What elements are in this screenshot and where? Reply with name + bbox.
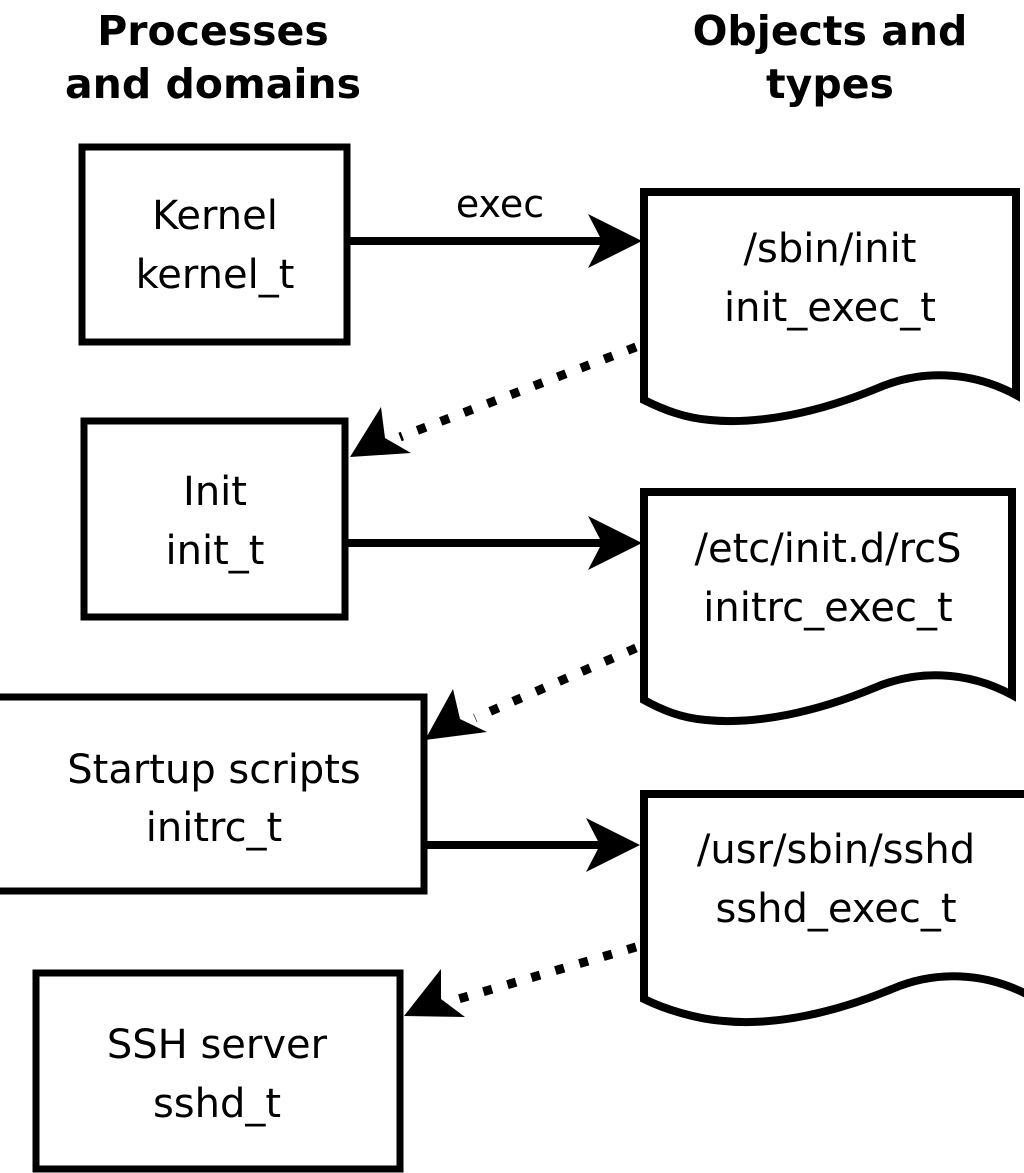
node-init[interactable]: Init init_t [80, 417, 349, 621]
node-kernel-box[interactable] [78, 143, 351, 346]
node-ssh-server-box[interactable] [32, 969, 404, 1173]
node-etc-initd-rcs-shape[interactable] [640, 488, 1016, 726]
edge-line-rcs-transition [473, 643, 638, 723]
node-kernel-line2: kernel_t [136, 252, 295, 298]
node-etc-initd-rcs-line2: initrc_exec_t [703, 585, 952, 631]
node-init-line1: Init [183, 469, 247, 515]
arrowhead-kernel-exec [588, 214, 642, 268]
column-header-objects-line1: Objects and [693, 7, 968, 55]
arrowhead-sbin-init-transition [350, 407, 411, 457]
node-kernel[interactable]: Kernel kernel_t [78, 143, 351, 346]
node-sbin-init-line1: /sbin/init [744, 226, 917, 272]
node-usr-sbin-sshd-line2: sshd_exec_t [715, 886, 956, 932]
arrowhead-init-exec [588, 516, 642, 570]
node-ssh-server[interactable]: SSH server sshd_t [32, 969, 404, 1173]
column-header-processes-line1: Processes [97, 7, 329, 55]
edge-rcs-transition-initrc [425, 643, 638, 740]
edge-line-sbin-init-transition [398, 342, 638, 442]
edge-sbin-init-transition-init [350, 342, 638, 457]
arrowhead-sshd-transition [404, 969, 465, 1017]
node-usr-sbin-sshd-line1: /usr/sbin/sshd [697, 827, 975, 873]
arrowhead-rcs-transition [425, 689, 487, 740]
edge-sshd-exec-transition-sshd [404, 942, 638, 1017]
node-startup-scripts-line2: initrc_t [146, 805, 283, 851]
node-startup-scripts-box[interactable] [0, 693, 428, 895]
node-sbin-init[interactable]: /sbin/init init_exec_t [640, 188, 1020, 426]
node-startup-scripts[interactable]: Startup scripts initrc_t [0, 693, 428, 895]
edge-label-exec: exec [456, 182, 544, 226]
edge-init-exec-rcs [348, 516, 642, 570]
node-startup-scripts-line1: Startup scripts [67, 747, 360, 793]
node-ssh-server-line2: sshd_t [153, 1081, 281, 1127]
column-header-objects: Objects and types [693, 7, 968, 108]
edge-line-sshd-transition [453, 942, 638, 1005]
node-sbin-init-shape[interactable] [640, 188, 1020, 426]
node-usr-sbin-sshd-shape[interactable] [640, 790, 1024, 1027]
arrowhead-initrc-exec [586, 818, 640, 872]
node-kernel-line1: Kernel [152, 193, 278, 239]
node-sbin-init-line2: init_exec_t [724, 285, 936, 331]
node-etc-initd-rcs-line1: /etc/init.d/rcS [694, 526, 961, 572]
edge-kernel-exec-sbin-init: exec [350, 182, 642, 268]
edge-initrc-exec-sshd [427, 818, 640, 872]
column-header-processes-line2: and domains [65, 60, 361, 108]
column-header-objects-line2: types [766, 60, 894, 108]
node-init-box[interactable] [80, 417, 349, 621]
column-header-processes: Processes and domains [65, 7, 361, 108]
node-ssh-server-line1: SSH server [107, 1022, 328, 1068]
node-etc-initd-rcs[interactable]: /etc/init.d/rcS initrc_exec_t [640, 488, 1016, 726]
node-usr-sbin-sshd[interactable]: /usr/sbin/sshd sshd_exec_t [640, 790, 1024, 1027]
node-init-line2: init_t [166, 528, 265, 574]
